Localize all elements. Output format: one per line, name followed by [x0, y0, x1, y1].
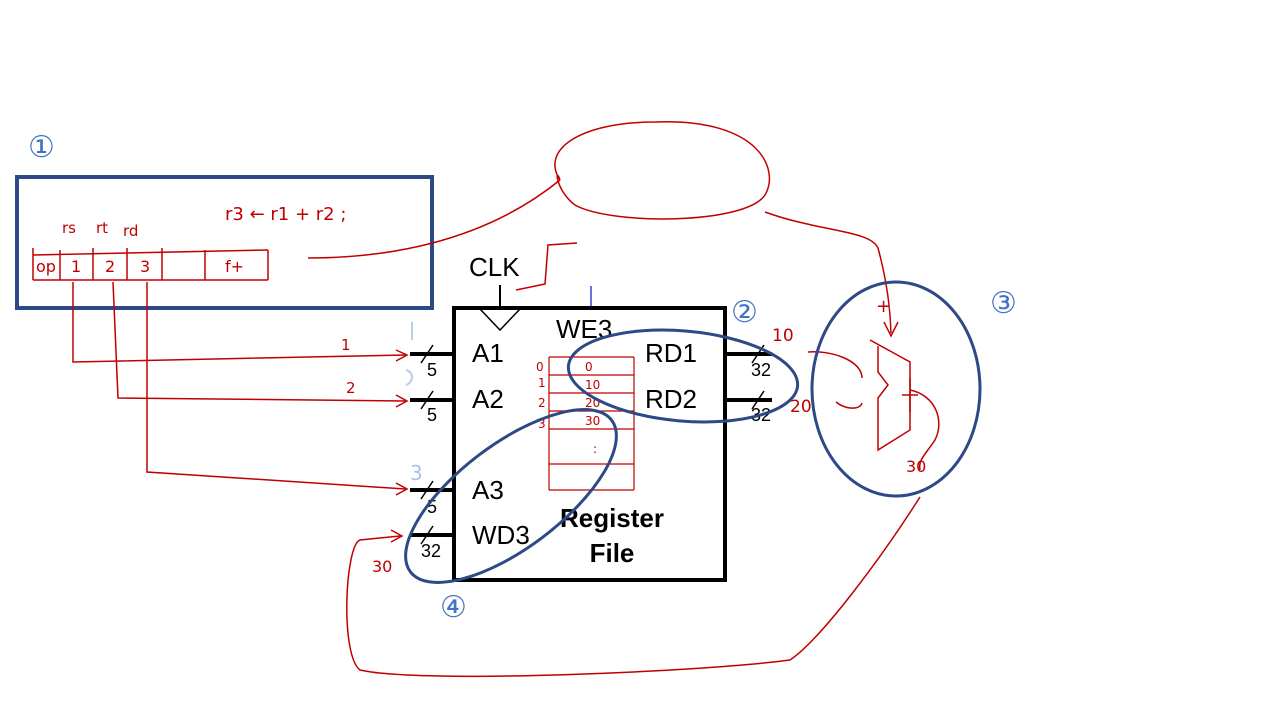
clock-triangle [479, 308, 521, 332]
field-label-rs: rs [62, 219, 76, 237]
anno-in2: 2 [346, 379, 356, 397]
field-label-rd: rd [123, 222, 138, 240]
field-op: op [36, 257, 56, 276]
reg-value-3: 30 [585, 414, 600, 428]
output-annotations: 10 20 30 [372, 326, 812, 576]
reg-index-more: : [593, 442, 597, 456]
highlight-write-ports [404, 408, 618, 584]
highlight-read-ports [566, 328, 800, 424]
bus-wires [410, 352, 772, 537]
bus-width-rd1: 32 [751, 360, 771, 380]
bus-width-a1: 5 [427, 360, 437, 380]
step-marker-3: ③ [990, 287, 1017, 320]
port-wd3: WD3 [472, 520, 530, 550]
we3-label: WE3 [556, 314, 612, 344]
step-marker-1: ① [28, 131, 55, 164]
reg-index-2: 2 [538, 396, 546, 410]
instruction-expression: r3 ← r1 + r2 ; [225, 204, 346, 225]
reg-index-1: 1 [538, 376, 546, 390]
register-file-block [452, 306, 727, 582]
register-file-title-2: File [590, 538, 635, 568]
clk-label: CLK [469, 252, 520, 282]
port-a3: A3 [472, 475, 504, 505]
anno-in3: 3 [410, 461, 423, 485]
register-indices: 0 1 2 3 : [536, 360, 597, 456]
port-labels: A1 A2 A3 WD3 RD1 RD2 [472, 338, 697, 550]
field-rs: 1 [71, 257, 81, 276]
bus-width-wd3: 32 [421, 541, 441, 561]
step-marker-2: ② [731, 296, 758, 329]
port-rd1: RD1 [645, 338, 697, 368]
field-rt: 2 [105, 257, 115, 276]
reg-index-3: 3 [538, 417, 546, 431]
adder-result: 30 [906, 457, 926, 476]
anno-out2: 20 [790, 397, 812, 417]
port-a1: A1 [472, 338, 504, 368]
reg-index-0: 0 [536, 360, 544, 374]
bus-width-a3: 5 [427, 497, 437, 517]
port-rd2: RD2 [645, 384, 697, 414]
flow-wires [307, 121, 921, 678]
anno-out1: 10 [772, 326, 794, 346]
step-marker-4: ④ [440, 591, 467, 624]
instruction-field-values: op 1 2 3 f+ [36, 257, 244, 276]
field-rd: 3 [140, 257, 150, 276]
field-wires [72, 281, 409, 496]
field-funct: f+ [225, 257, 244, 276]
reg-value-0: 0 [585, 360, 593, 374]
instruction-field-labels: rs rt rd [62, 219, 138, 240]
field-label-rt: rt [96, 219, 108, 237]
instruction-encoding [32, 248, 269, 281]
port-a2: A2 [472, 384, 504, 414]
faint-pen-marks [405, 322, 413, 386]
instruction-frame [15, 175, 434, 310]
input-annotations: 1 2 [341, 336, 356, 397]
bus-width-a2: 5 [427, 405, 437, 425]
adder-shape [869, 339, 940, 471]
reg-value-1: 10 [585, 378, 600, 392]
anno-in1: 1 [341, 336, 351, 354]
highlight-adder [810, 280, 982, 498]
adder-plus: + [876, 296, 891, 317]
anno-wd-value: 30 [372, 557, 392, 576]
